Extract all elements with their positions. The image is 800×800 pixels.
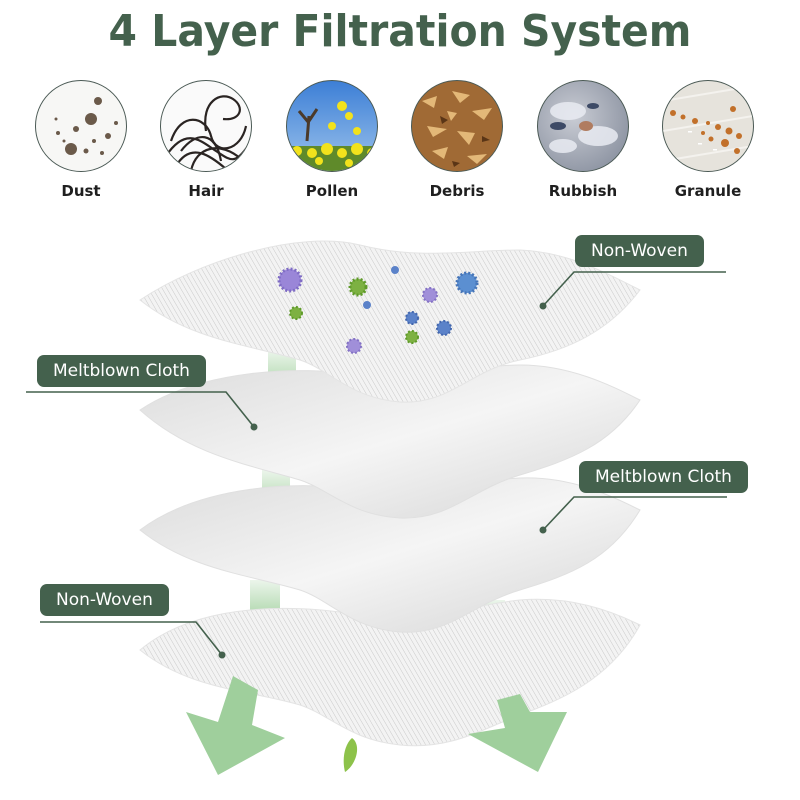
contaminant-label: Debris [429, 182, 485, 200]
layer-nonwoven-top [139, 240, 641, 403]
airflow-arrow-right [468, 694, 567, 772]
leader-dots [218, 302, 547, 659]
contaminant-label: Granule [674, 182, 742, 200]
layer-label-meltblown-lower: Meltblown Cloth [579, 461, 748, 493]
granule-image [662, 80, 754, 172]
contaminant-pollen: Pollen [277, 80, 387, 200]
contaminant-label: Dust [61, 182, 101, 200]
leaf-icon [343, 738, 358, 772]
leader-lines [26, 271, 727, 656]
contaminant-label: Pollen [305, 182, 359, 200]
contaminant-dust: Dust [26, 80, 136, 200]
contaminant-label: Hair [188, 182, 224, 200]
page-title: 4 Layer Filtration System [108, 6, 692, 57]
pollen-image [286, 80, 378, 172]
layer-label-meltblown-upper: Meltblown Cloth [37, 355, 206, 387]
contaminant-hair: Hair [151, 80, 261, 200]
debris-image [411, 80, 503, 172]
contaminant-rubbish: Rubbish [528, 80, 638, 200]
layer-label-nonwoven-bottom: Non-Woven [40, 584, 169, 616]
airflow-arrow-left [186, 676, 285, 775]
layer-label-nonwoven-top: Non-Woven [575, 235, 704, 267]
virus-particles [277, 266, 479, 354]
hair-image [160, 80, 252, 172]
contaminant-label: Rubbish [548, 182, 618, 200]
contaminant-granule: Granule [653, 80, 763, 200]
rubbish-image [537, 80, 629, 172]
contaminant-debris: Debris [402, 80, 512, 200]
dust-image [35, 80, 127, 172]
